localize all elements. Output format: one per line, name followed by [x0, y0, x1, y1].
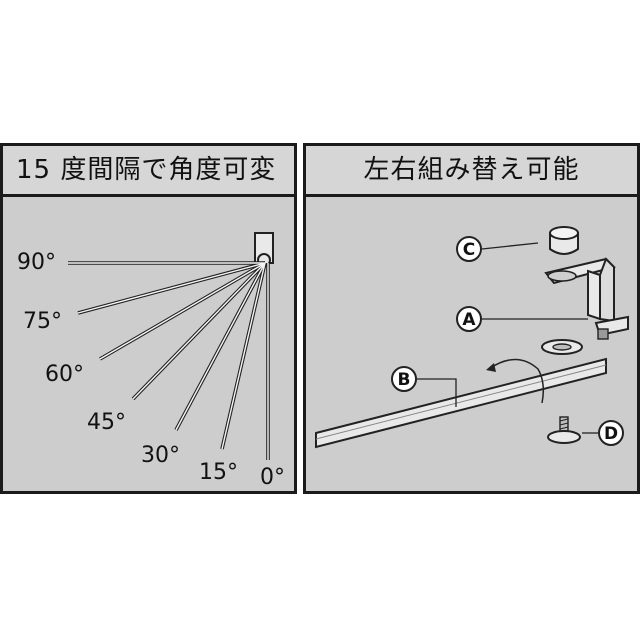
reversible-mount-title: 左右組み替え可能	[306, 146, 637, 197]
angle-label-75: 75°	[23, 309, 62, 334]
cap-c-shape	[549, 226, 579, 255]
callout-d: D	[598, 420, 624, 446]
callout-c: C	[456, 236, 482, 262]
leader-lines	[416, 242, 598, 434]
parts-svg: C A B D	[315, 226, 629, 449]
angle-adjust-title: 15 度間隔で角度可変	[3, 146, 294, 197]
callout-a: A	[456, 306, 482, 332]
angle-fan-svg: 90° 75° 60° 45° 30° 15° 0°	[17, 232, 285, 490]
rotation-arrow-icon	[491, 358, 545, 404]
angle-label-45: 45°	[87, 410, 126, 435]
angle-label-60: 60°	[45, 362, 84, 387]
washer-shape	[541, 339, 583, 355]
callout-b-label: B	[398, 370, 411, 390]
callout-c-label: C	[463, 240, 475, 260]
callout-d-label: D	[604, 424, 618, 444]
angle-label-15: 15°	[199, 460, 238, 485]
callout-a-label: A	[462, 310, 476, 330]
screw-d-shape	[547, 416, 581, 444]
callout-b: B	[391, 366, 417, 392]
angle-label-0: 0°	[260, 465, 285, 490]
reversible-mount-panel: 左右組み替え可能	[303, 143, 640, 494]
bar-b-shape	[315, 357, 607, 449]
angle-diagram: 90° 75° 60° 45° 30° 15° 0°	[3, 197, 294, 491]
angle-label-30: 30°	[141, 443, 180, 468]
bracket-a-shape	[544, 257, 629, 340]
angle-bar-highlights	[68, 262, 269, 460]
angle-adjust-panel: 15 度間隔で角度可変	[0, 143, 297, 494]
bar-b-edge	[315, 364, 607, 440]
angle-label-90: 90°	[17, 250, 56, 275]
parts-diagram: C A B D	[306, 197, 637, 491]
arrowhead-icon	[486, 363, 496, 372]
